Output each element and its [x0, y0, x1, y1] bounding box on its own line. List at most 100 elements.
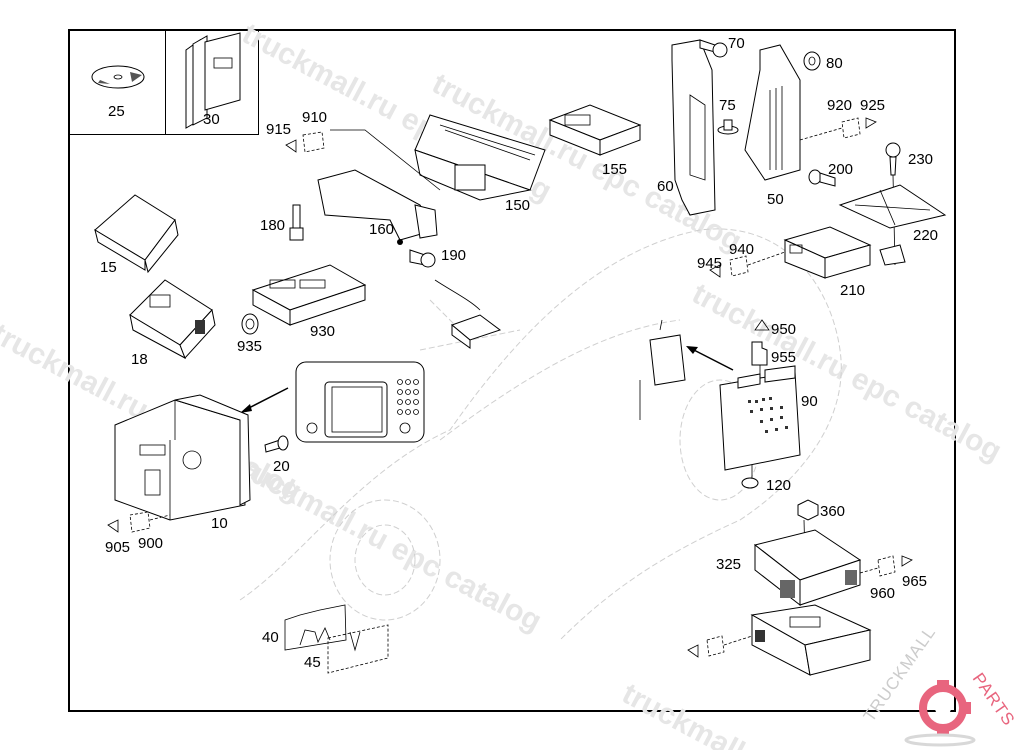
module-15-icon: [94, 194, 179, 274]
part-label-220[interactable]: 220: [913, 227, 938, 244]
module-18-icon: [129, 279, 216, 360]
nut-75-icon: [717, 119, 739, 135]
part-label-945[interactable]: 955: [771, 349, 796, 366]
part-label-90[interactable]: 90: [801, 393, 818, 410]
radio-unit-10-icon: [114, 394, 251, 521]
part-label-25[interactable]: 25: [108, 103, 125, 120]
connector-910-icon: [302, 131, 325, 153]
part-label-30[interactable]: 30: [203, 111, 220, 128]
bolt-70-icon: [699, 39, 728, 58]
part-label-370[interactable]: 930: [310, 323, 335, 340]
mount-module-icon: [451, 314, 502, 349]
part-label-325[interactable]: 325: [716, 556, 741, 573]
module-200-icon: [783, 226, 872, 279]
part-label-70[interactable]: 70: [728, 35, 745, 52]
connector-900-icon: [129, 511, 151, 533]
part-label-935[interactable]: 945: [697, 255, 722, 272]
part-label-10[interactable]: 10: [211, 515, 228, 532]
module-370-icon: [251, 264, 367, 326]
connector-945-icon: [751, 341, 768, 366]
legend-box-manual: [165, 29, 259, 135]
part-label-900[interactable]: 900: [138, 535, 163, 552]
connector-920-icon: [841, 117, 861, 139]
part-label-45[interactable]: 45: [304, 654, 321, 671]
part-label-905[interactable]: 905: [105, 539, 130, 556]
part-label-360[interactable]: 360: [820, 503, 845, 520]
connector-950-line: [859, 567, 879, 574]
arrow-to-module: [689, 347, 734, 371]
part-label-150[interactable]: 150: [505, 197, 530, 214]
amplifier-150-icon: [414, 114, 546, 201]
telematics-module-icon: [750, 604, 872, 676]
plug-955-icon: [901, 555, 913, 567]
part-label-920[interactable]: 920: [827, 97, 852, 114]
arrow-to-radio: [244, 387, 289, 411]
part-label-925[interactable]: 925: [860, 97, 885, 114]
screw-20-icon: [264, 435, 289, 453]
bracket-60-icon: [671, 39, 716, 216]
part-label-940[interactable]: 950: [771, 321, 796, 338]
bolt-180-icon: [289, 204, 304, 241]
part-label-20[interactable]: 20: [273, 458, 290, 475]
watermark-4: truckmall.ru epc catalog: [227, 447, 547, 638]
plug-935-icon: [709, 264, 721, 278]
part-label-80[interactable]: 80: [826, 55, 843, 72]
label-45-icon: [327, 624, 389, 674]
gear-icon: [919, 680, 971, 736]
connector-930-line: [747, 251, 786, 266]
part-label-930[interactable]: 940: [729, 241, 754, 258]
part-label-915[interactable]: 915: [266, 121, 291, 138]
screw-190-icon: [409, 249, 481, 311]
part-label-40[interactable]: 40: [262, 629, 279, 646]
part-label-210[interactable]: 200: [828, 161, 853, 178]
disc-icon: [91, 65, 145, 89]
connector-960-line: [723, 635, 753, 646]
logo-text-truckmall: TRUCKMALL: [860, 623, 940, 726]
plug-940-icon: [754, 319, 770, 331]
module-50-icon: [744, 44, 801, 181]
grommet-120-icon: [741, 465, 759, 489]
plug-965-icon: [687, 644, 699, 658]
part-label-230[interactable]: 230: [908, 151, 933, 168]
part-label-160[interactable]: 160: [369, 221, 394, 238]
part-label-190[interactable]: 190: [441, 247, 466, 264]
part-label-200[interactable]: 210: [840, 282, 865, 299]
module-155-icon: [548, 104, 642, 156]
part-label-380[interactable]: 935: [237, 338, 262, 355]
part-label-15[interactable]: 15: [100, 259, 117, 276]
arrow-head-module: [686, 346, 698, 354]
front-panel-display-icon: [295, 361, 425, 443]
arrow-head-radio: [240, 404, 252, 413]
connector-900-line: [149, 514, 171, 521]
control-unit-90-icon: [719, 365, 801, 471]
bracket-160-icon: [317, 129, 441, 245]
manual-book-icon: [185, 32, 241, 129]
part-label-18[interactable]: 18: [131, 351, 148, 368]
part-label-75[interactable]: 75: [719, 97, 736, 114]
diagram-frame: [68, 29, 956, 712]
label-40-icon: [284, 604, 347, 651]
part-label-910[interactable]: 910: [302, 109, 327, 126]
connector-920-line: [799, 127, 843, 141]
washer-80-icon: [803, 51, 821, 71]
connector-950-icon: [877, 555, 896, 577]
part-label-50[interactable]: 50: [767, 191, 784, 208]
part-label-60[interactable]: 60: [657, 178, 674, 195]
control-module-mounted-icon: [639, 319, 686, 420]
bracket-220-icon: [838, 184, 947, 266]
module-325-icon: [753, 529, 862, 607]
part-label-155[interactable]: 155: [602, 161, 627, 178]
part-label-180[interactable]: 180: [260, 217, 285, 234]
grommet-380-icon: [241, 313, 259, 335]
part-label-950[interactable]: 960: [870, 585, 895, 602]
truckmall-parts-logo: TRUCKMALL PARTS: [860, 623, 1019, 747]
part-label-120[interactable]: 120: [766, 477, 791, 494]
connector-960-icon: [706, 635, 725, 657]
bolt-210-icon: [808, 169, 836, 187]
connector-930-icon: [729, 255, 749, 277]
plug-925-icon: [865, 117, 877, 129]
plug-905-icon: [107, 519, 119, 533]
plug-915-icon: [285, 139, 297, 153]
part-label-955[interactable]: 965: [902, 573, 927, 590]
